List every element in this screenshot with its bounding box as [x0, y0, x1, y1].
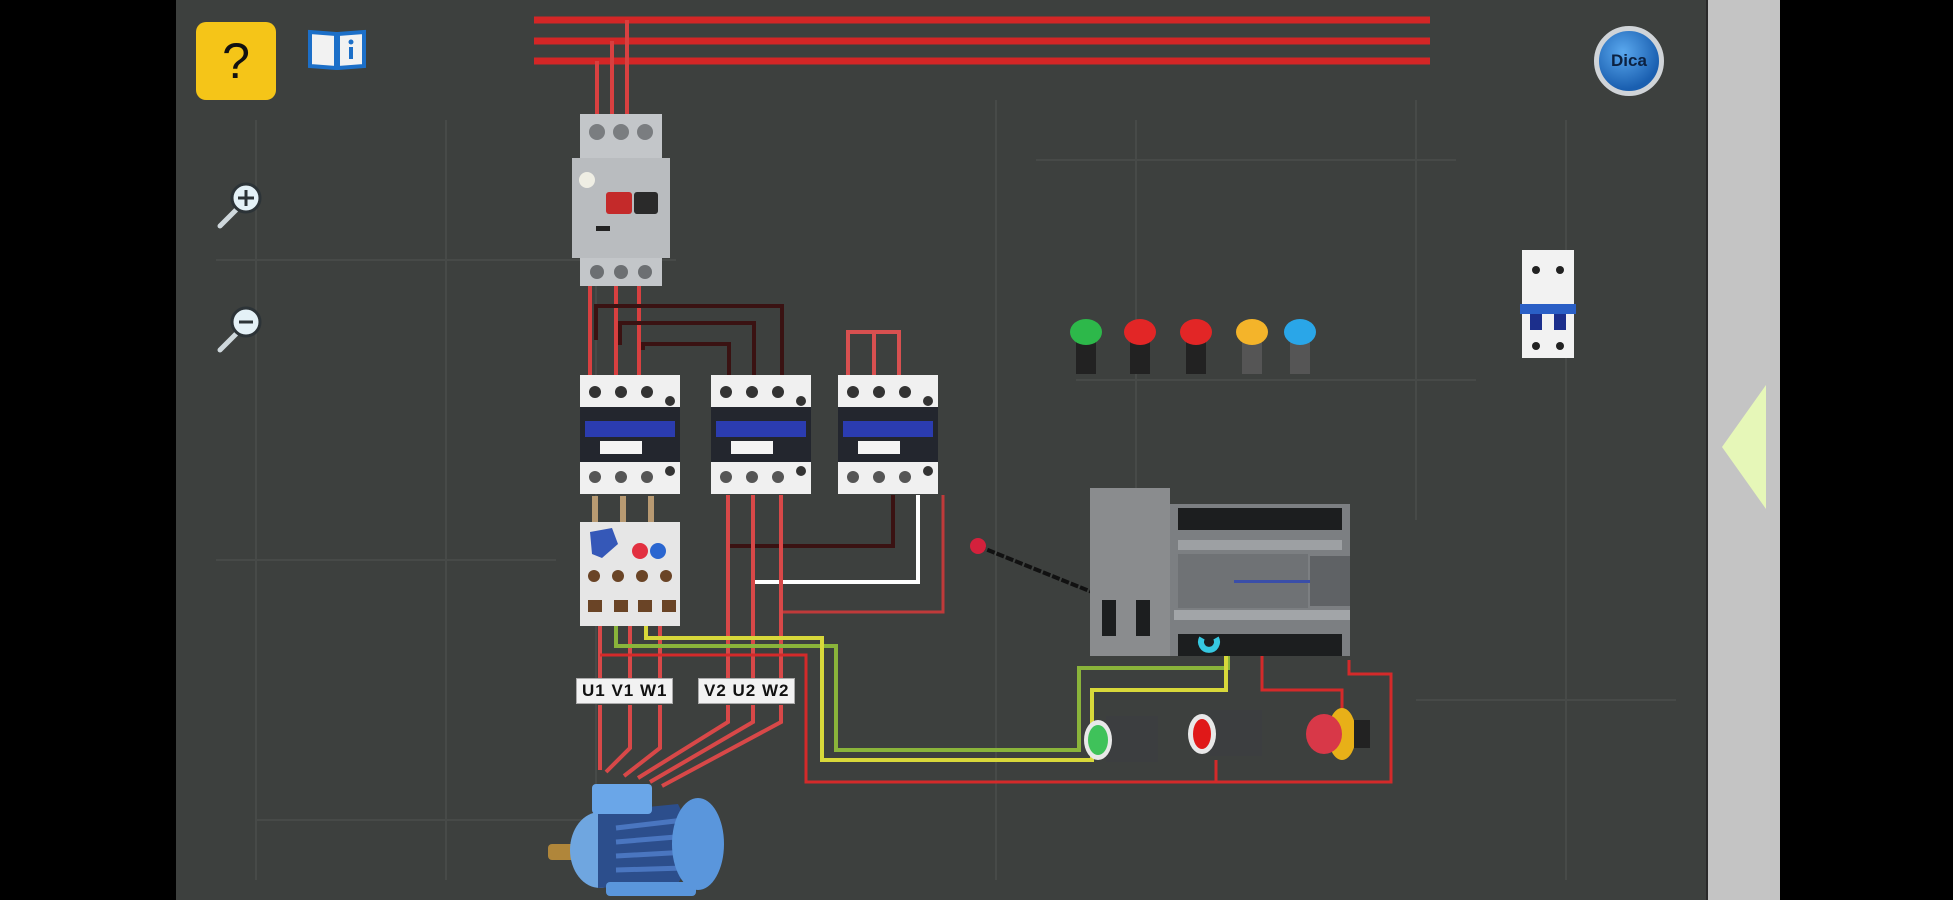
pilot-light-red-2[interactable]	[1180, 319, 1212, 374]
circuit-canvas[interactable]: ? Dica	[176, 0, 1706, 900]
bus-bars	[534, 16, 1430, 65]
contactor-graphic	[838, 375, 938, 494]
mcb-graphic	[1520, 250, 1576, 358]
terminal-label-v2-u2-w2: V2 U2 W2	[698, 678, 796, 704]
plc-controller[interactable]	[1084, 474, 1352, 660]
tip-button[interactable]: Dica	[1594, 26, 1664, 96]
motor-graphic	[548, 784, 724, 896]
tip-label: Dica	[1611, 51, 1647, 70]
zoom-out-button[interactable]	[214, 300, 270, 356]
thermal-overload-relay[interactable]	[580, 496, 680, 626]
contactor-k1[interactable]	[580, 375, 680, 497]
emergency-stop-icon	[1306, 708, 1370, 760]
zoom-out-icon	[217, 306, 262, 353]
plc-cursor-marker	[1194, 630, 1210, 646]
zoom-in-button[interactable]	[214, 176, 270, 232]
pilot-light-green[interactable]	[1070, 319, 1102, 374]
contactor-k3[interactable]	[838, 375, 938, 497]
red-push-button-icon	[1188, 710, 1262, 756]
plc-graphic	[1090, 488, 1350, 656]
push-button-stop[interactable]	[1186, 706, 1266, 760]
contactor-graphic	[580, 375, 680, 494]
contactor-graphic	[711, 375, 811, 494]
help-button[interactable]: ?	[196, 22, 276, 100]
component-drawer	[1706, 0, 1780, 900]
miniature-circuit-breaker[interactable]	[1520, 250, 1576, 358]
wire-endpoint-handle[interactable]	[970, 538, 986, 554]
pilot-light-group	[1068, 318, 1388, 378]
triangle-left-icon[interactable]	[1722, 385, 1766, 509]
pilot-light-blue[interactable]	[1284, 319, 1316, 374]
zoom-in-icon	[217, 182, 262, 229]
green-push-button-icon	[1084, 716, 1158, 762]
push-button-start[interactable]	[1082, 712, 1162, 766]
wiring-layer	[216, 16, 1676, 880]
motor-protection-breaker[interactable]	[572, 114, 670, 286]
pilot-lights-graphic	[1070, 319, 1316, 374]
pilot-light-yellow[interactable]	[1236, 319, 1268, 374]
three-phase-motor[interactable]	[548, 764, 728, 900]
pilot-light-red-1[interactable]	[1124, 319, 1156, 374]
motor-protector-graphic	[572, 114, 670, 286]
background-schematic	[216, 100, 1676, 880]
overload-relay-graphic	[580, 496, 680, 626]
contactor-k2[interactable]	[711, 375, 811, 497]
manual-button[interactable]	[308, 26, 366, 71]
book-info-icon	[308, 29, 366, 71]
emergency-stop-button[interactable]	[1302, 706, 1382, 762]
help-label: ?	[222, 33, 250, 89]
terminal-label-u1-v1-w1: U1 V1 W1	[576, 678, 674, 704]
